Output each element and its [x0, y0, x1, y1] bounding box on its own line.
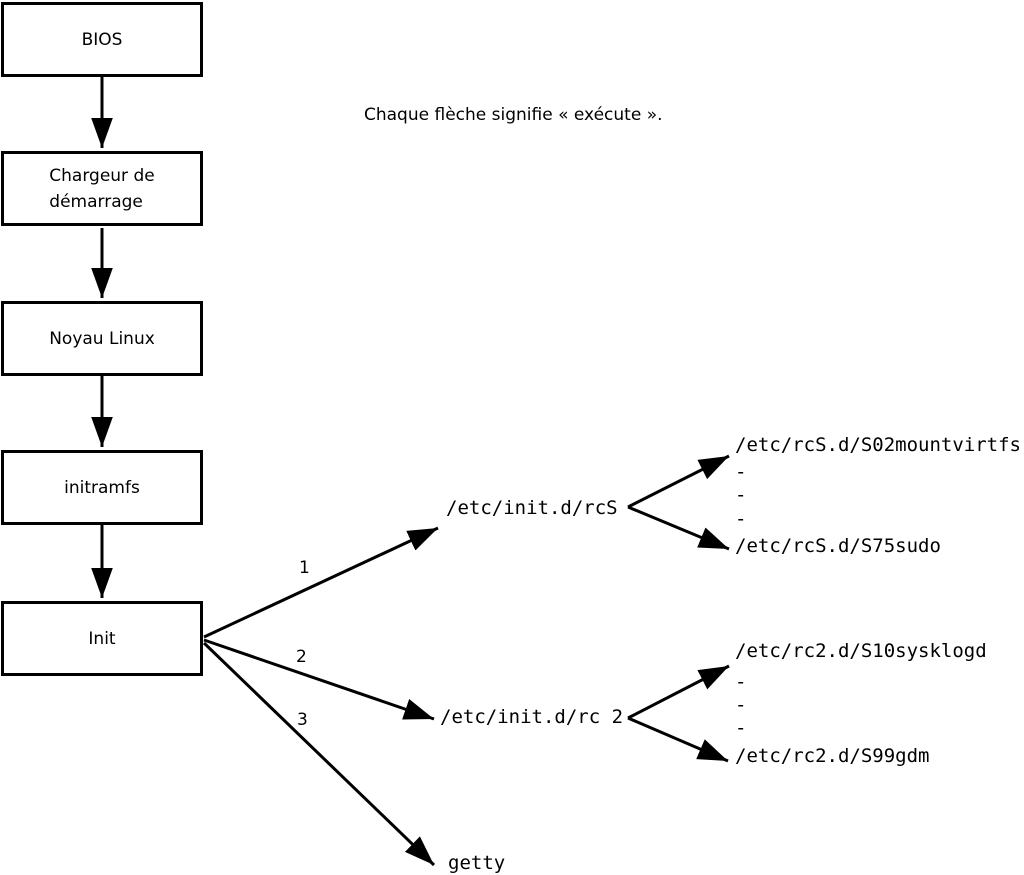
box-initramfs: initramfs: [1, 450, 203, 525]
rc2-ellipsis-dash: -: [735, 694, 747, 716]
rcs-ellipsis-dash: -: [735, 484, 747, 506]
branch-number-3: 3: [297, 710, 308, 730]
arrow-rc2-to-last-script: [627, 716, 729, 763]
box-init: Init: [1, 601, 203, 676]
arrow-init-to-getty: [202, 641, 436, 867]
arrow-init-to-rcs: [203, 526, 439, 639]
rc2-ellipsis-dash: -: [735, 717, 747, 739]
rcs-ellipsis-dash: -: [735, 508, 747, 530]
branch-number-2: 2: [296, 647, 307, 667]
label-rc2-script: /etc/init.d/rc 2: [440, 706, 624, 728]
arrow-init-to-rc2: [203, 638, 435, 721]
rc2-ellipsis-dash: -: [735, 671, 747, 693]
arrow-rcs-to-last-script: [627, 505, 730, 551]
box-linux-kernel: Noyau Linux: [1, 301, 203, 376]
box-bios: BIOS: [1, 2, 203, 77]
arrow-rc2-to-first-script: [627, 664, 730, 720]
rcs-last-script: /etc/rcS.d/S75sudo: [735, 535, 941, 557]
rc2-first-script: /etc/rc2.d/S10sysklogd: [735, 640, 987, 662]
box-bootloader: Chargeur de démarrage: [1, 151, 203, 226]
arrow-rcs-to-first-script: [627, 454, 730, 509]
rc2-last-script: /etc/rc2.d/S99gdm: [735, 745, 930, 767]
rcs-ellipsis-dash: -: [735, 461, 747, 483]
label-getty: getty: [448, 852, 506, 874]
label-rcs-script: /etc/init.d/rcS: [446, 497, 618, 519]
branch-number-1: 1: [299, 558, 310, 578]
legend-note: Chaque flèche signifie « exécute ».: [364, 105, 663, 125]
rcs-first-script: /etc/rcS.d/S02mountvirtfs: [735, 434, 1021, 456]
